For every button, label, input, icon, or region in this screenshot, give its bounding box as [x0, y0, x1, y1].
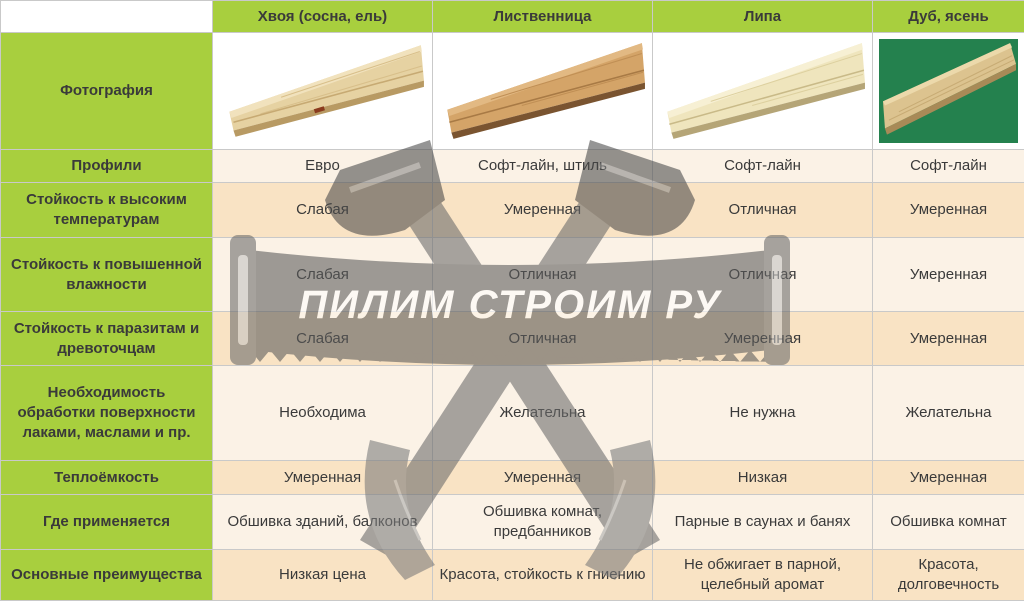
table-cell: Софт-лайн [873, 150, 1024, 183]
table-cell: Желательна [873, 366, 1024, 461]
row-label: Необходимость обработки поверхности лака… [1, 366, 213, 461]
table-cell: Обшивка комнат, предбанников [433, 495, 653, 550]
larch-board-image [439, 39, 646, 143]
column-header-pine: Хвоя (сосна, ель) [213, 1, 433, 33]
photo-linden [653, 33, 873, 150]
row-label: Основные преимущества [1, 550, 213, 601]
table-row: Стойкость к паразитам и древоточцам Слаб… [1, 312, 1024, 366]
table-cell: Софт-лайн [653, 150, 873, 183]
row-label-photo: Фотография [1, 33, 213, 150]
table-cell: Не нужна [653, 366, 873, 461]
table-cell: Слабая [213, 183, 433, 238]
table-cell: Обшивка комнат [873, 495, 1024, 550]
table-cell: Умеренная [873, 238, 1024, 312]
header-row: Хвоя (сосна, ель) Лиственница Липа Дуб, … [1, 1, 1024, 33]
table-cell: Слабая [213, 238, 433, 312]
column-header-oak: Дуб, ясень [873, 1, 1024, 33]
table-cell: Парные в саунах и банях [653, 495, 873, 550]
row-label: Стойкость к высоким температурам [1, 183, 213, 238]
table-row: Необходимость обработки поверхности лака… [1, 366, 1024, 461]
table-cell: Красота, стойкость к гниению [433, 550, 653, 601]
column-header-linden: Липа [653, 1, 873, 33]
table-cell: Необходима [213, 366, 433, 461]
table-cell: Евро [213, 150, 433, 183]
table-cell: Не обжигает в парной, целебный аромат [653, 550, 873, 601]
corner-cell [1, 1, 213, 33]
table-cell: Софт-лайн, штиль [433, 150, 653, 183]
table-cell: Слабая [213, 312, 433, 366]
table-cell: Обшивка зданий, балконов [213, 495, 433, 550]
row-label: Профили [1, 150, 213, 183]
photo-pine [213, 33, 433, 150]
table-cell: Желательна [433, 366, 653, 461]
column-header-larch: Лиственница [433, 1, 653, 33]
table-cell: Умеренная [873, 183, 1024, 238]
photo-larch [433, 33, 653, 150]
table-cell: Отличная [653, 183, 873, 238]
table-cell: Низкая [653, 461, 873, 495]
linden-board-image [659, 39, 866, 143]
table-row: Теплоёмкость Умеренная Умеренная Низкая … [1, 461, 1024, 495]
table-cell: Умеренная [433, 183, 653, 238]
table-cell: Умеренная [433, 461, 653, 495]
table-cell: Умеренная [213, 461, 433, 495]
table-cell: Умеренная [873, 312, 1024, 366]
photo-row: Фотография [1, 33, 1024, 150]
photo-oak [873, 33, 1024, 150]
table-row: Профили Евро Софт-лайн, штиль Софт-лайн … [1, 150, 1024, 183]
pine-board-image [219, 39, 426, 143]
oak-board-image [879, 39, 1018, 143]
larch-board-icon [439, 39, 646, 143]
table-cell: Низкая цена [213, 550, 433, 601]
table-row: Основные преимущества Низкая цена Красот… [1, 550, 1024, 601]
table-cell: Красота, долговечность [873, 550, 1024, 601]
row-label: Теплоёмкость [1, 461, 213, 495]
table-row: Стойкость к повышенной влажности Слабая … [1, 238, 1024, 312]
oak-board-icon [879, 39, 1018, 143]
pine-board-icon [219, 39, 426, 143]
table-cell: Отличная [433, 312, 653, 366]
table-cell: Отличная [653, 238, 873, 312]
table-row: Стойкость к высоким температурам Слабая … [1, 183, 1024, 238]
row-label: Стойкость к паразитам и древоточцам [1, 312, 213, 366]
row-label: Где применяется [1, 495, 213, 550]
table-cell: Умеренная [653, 312, 873, 366]
linden-board-icon [659, 39, 866, 143]
row-label: Стойкость к повышенной влажности [1, 238, 213, 312]
table-row: Где применяется Обшивка зданий, балконов… [1, 495, 1024, 550]
table-cell: Умеренная [873, 461, 1024, 495]
table-cell: Отличная [433, 238, 653, 312]
